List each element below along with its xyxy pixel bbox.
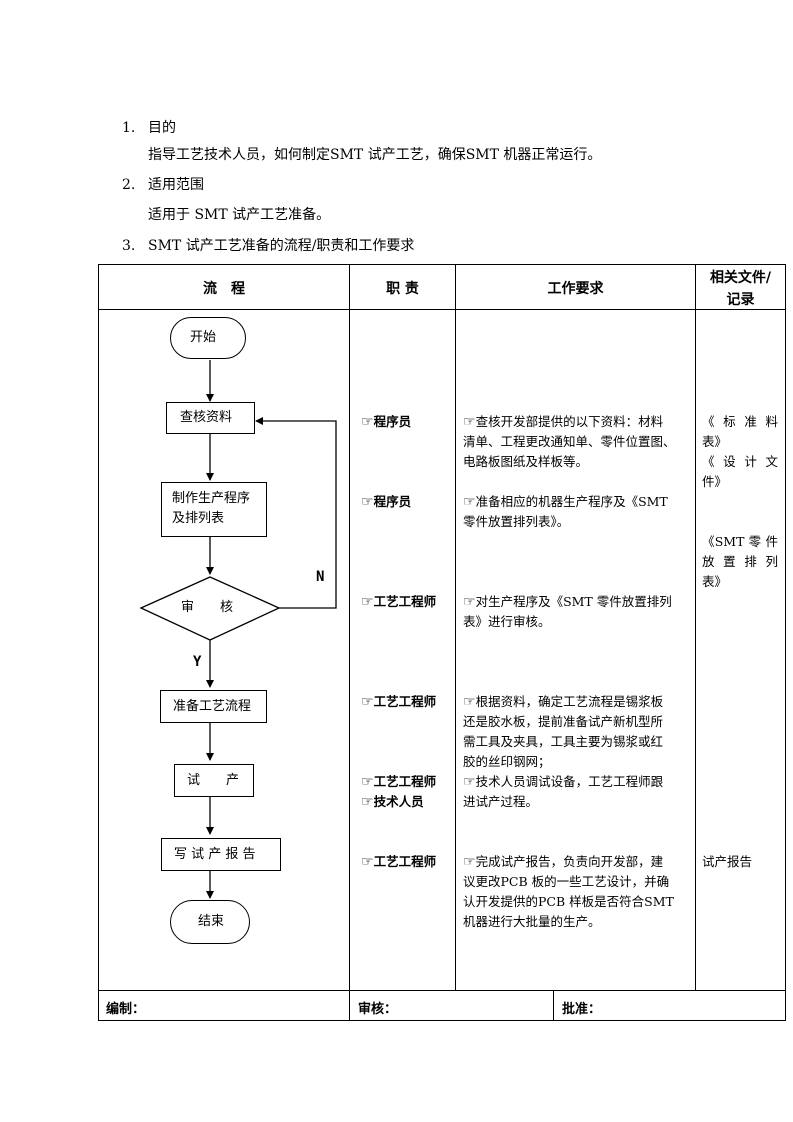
section-2-number: 2. [122, 177, 136, 193]
flow-step-trial-production: 试 产 [174, 764, 254, 797]
flow-step-check-data: 查核资料 [166, 402, 255, 434]
pointing-hand-icon: ☞ [361, 854, 374, 870]
flow-step-write-report: 写 试 产 报 告 [161, 838, 281, 871]
decision-diamond [139, 576, 281, 641]
docs-row-2: 《SMT 零 件 放 置 排 列 表》 [702, 534, 778, 589]
header-flow: 流 程 [203, 281, 245, 297]
requirement-row-4: ☞根据资料，确定工艺流程是锡浆板 还是胶水板，提前准备试产新机型所 需工具及夹具… [463, 694, 664, 769]
header-duty: 职 责 [386, 281, 419, 297]
pointing-hand-icon: ☞ [463, 594, 476, 610]
docs-row-3: 试产报告 [702, 854, 753, 869]
requirement-row-2: ☞准备相应的机器生产程序及《SMT 零件放置排列表》。 [463, 494, 668, 529]
footer-reviewed-by: 审核： [358, 1002, 398, 1017]
pointing-hand-icon: ☞ [463, 854, 476, 870]
pointing-hand-icon: ☞ [463, 494, 476, 510]
flow-no-label: N [316, 569, 325, 585]
flowchart-connectors [139, 360, 337, 899]
duty-row-1: ☞程序员 [361, 414, 412, 430]
pointing-hand-icon: ☞ [361, 694, 374, 710]
section-1-body: 指导工艺技术人员，如何制定SMT 试产工艺，确保SMT 机器正常运行。 [148, 147, 602, 163]
requirement-row-5: ☞技术人员调试设备，工艺工程师跟 进试产过程。 [463, 774, 664, 809]
section-2-body: 适用于 SMT 试产工艺准备。 [148, 207, 331, 223]
pointing-hand-icon: ☞ [463, 774, 476, 790]
section-1-title: 目的 [148, 120, 176, 136]
requirement-row-6: ☞完成试产报告，负责向开发部，建 议更改PCB 板的一些工艺设计，并确 认开发提… [463, 854, 674, 929]
duty-row-5a: ☞工艺工程师 [361, 774, 437, 790]
section-1-number: 1. [122, 120, 136, 136]
pointing-hand-icon: ☞ [463, 694, 476, 710]
docs-row-1: 《 标 准 料 表》 《 设 计 文 件》 [702, 414, 778, 489]
pointing-hand-icon: ☞ [463, 414, 476, 430]
section-2-title: 适用范围 [148, 177, 204, 193]
duty-row-5b: ☞技术人员 [361, 794, 424, 810]
flow-step-prepare-process: 准备工艺流程 [160, 690, 267, 723]
header-docs-line1: 相关文件/ [709, 270, 772, 286]
pointing-hand-icon: ☞ [361, 594, 374, 610]
pointing-hand-icon: ☞ [361, 774, 374, 790]
flow-end: 结束 [170, 900, 250, 944]
footer-prepared-by: 编制： [106, 1002, 146, 1017]
section-3-title: SMT 试产工艺准备的流程/职责和工作要求 [148, 238, 415, 254]
requirement-row-3: ☞对生产程序及《SMT 零件放置排列 表》进行审核。 [463, 594, 672, 629]
duty-row-4: ☞工艺工程师 [361, 694, 437, 710]
pointing-hand-icon: ☞ [361, 494, 374, 510]
flow-decision-label: 审 核 [181, 600, 234, 615]
footer-approved-by: 批准： [562, 1002, 602, 1017]
duty-row-6: ☞工艺工程师 [361, 854, 437, 870]
requirement-row-1: ☞查核开发部提供的以下资料：材料 清单、工程更改通知单、零件位置图、 电路板图纸… [463, 414, 676, 469]
header-docs-line2: 记录 [726, 292, 755, 308]
header-requirements: 工作要求 [547, 281, 604, 297]
flow-start: 开始 [170, 317, 246, 359]
section-3-number: 3. [122, 238, 136, 254]
pointing-hand-icon: ☞ [361, 414, 374, 430]
flow-step-make-program: 制作生产程序 及排列表 [161, 482, 267, 537]
flow-yes-label: Y [193, 654, 202, 670]
duty-row-3: ☞工艺工程师 [361, 594, 437, 610]
pointing-hand-icon: ☞ [361, 794, 374, 810]
duty-row-2: ☞程序员 [361, 494, 412, 510]
